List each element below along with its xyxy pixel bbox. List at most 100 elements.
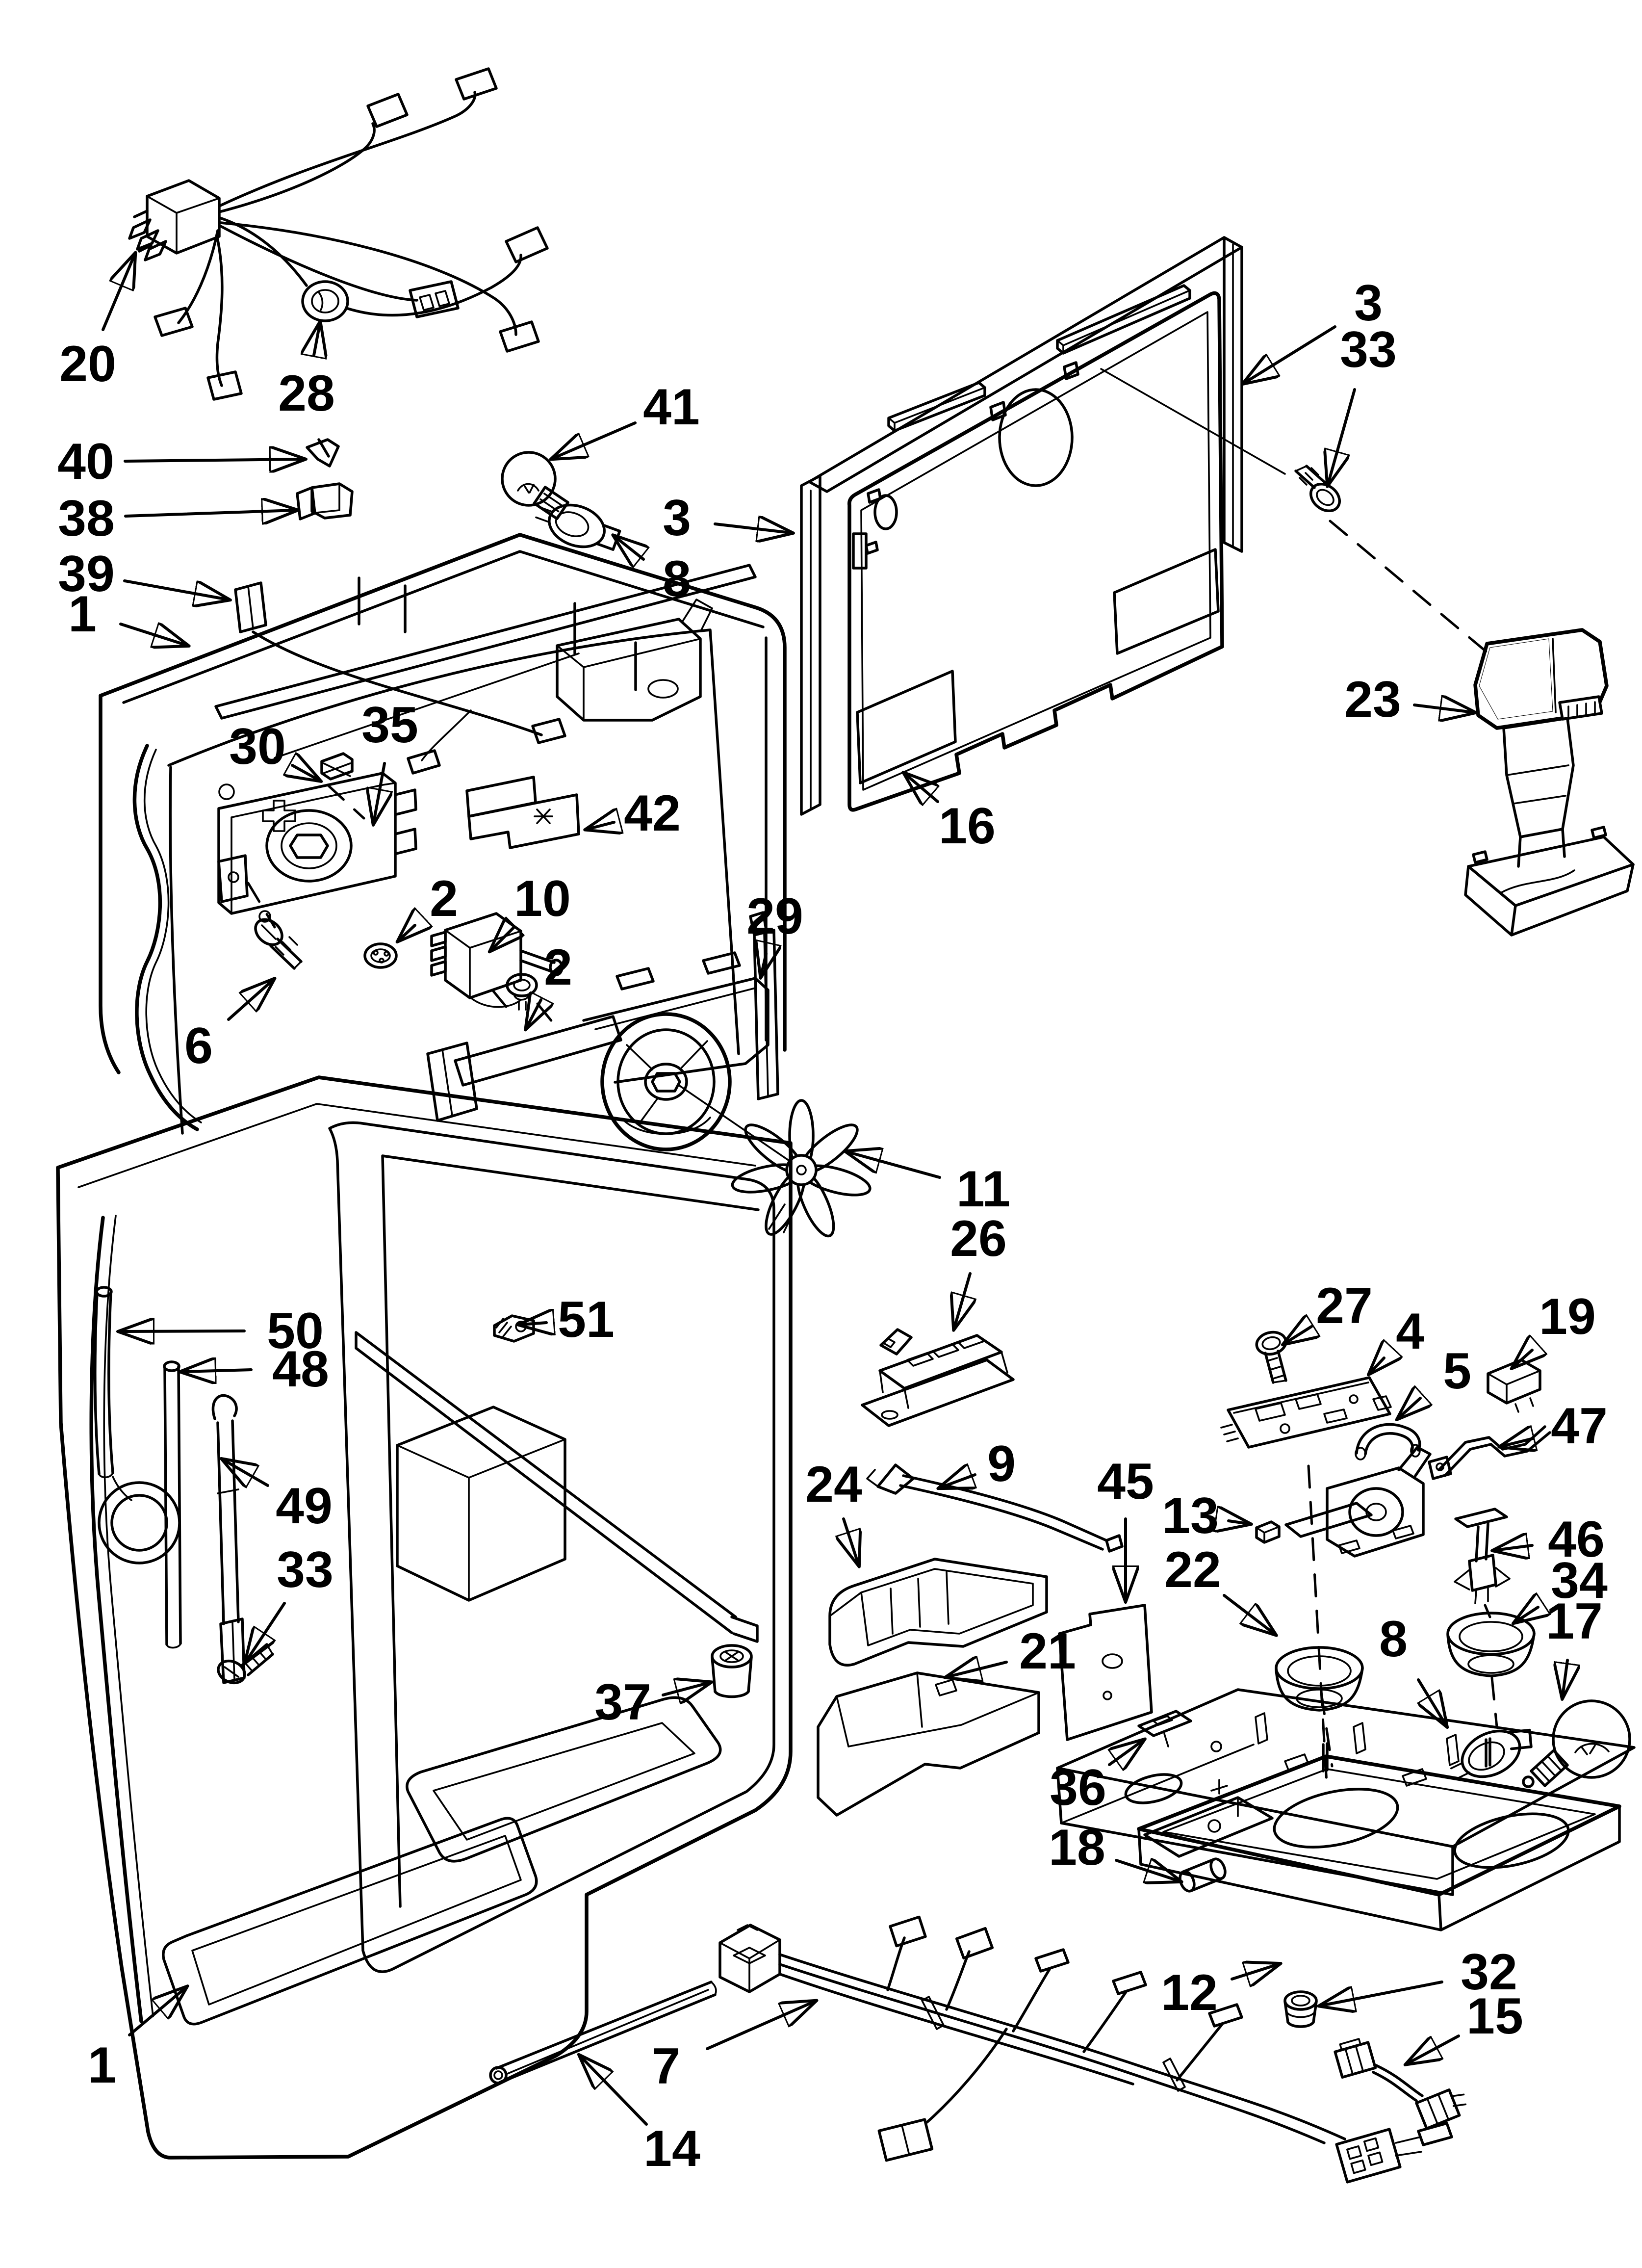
bracket-42 xyxy=(465,776,580,849)
callout-47: 47 xyxy=(1502,1398,1608,1455)
plate-45 xyxy=(1058,1604,1153,1741)
screw-27 xyxy=(1255,1330,1287,1384)
callout-6: 6 xyxy=(184,980,273,1074)
callout-38: 38 xyxy=(58,490,295,547)
svg-text:13: 13 xyxy=(1162,1487,1219,1544)
svg-text:51: 51 xyxy=(558,1291,615,1348)
callout-14: 14 xyxy=(581,2057,700,2177)
fill-tube-46 xyxy=(1454,1508,1511,1604)
callout-9: 9 xyxy=(941,1435,1016,1492)
callout-45: 45 xyxy=(1097,1453,1154,1599)
svg-text:12: 12 xyxy=(1161,1964,1218,2021)
callout-34: 34 xyxy=(1515,1552,1608,1622)
light-bulb-17 xyxy=(1522,1699,1631,1788)
callout-8-upper: 8 xyxy=(615,537,691,607)
rear-panel-16 xyxy=(847,291,1286,812)
callout-10: 10 xyxy=(491,870,571,950)
svg-text:4: 4 xyxy=(1396,1303,1424,1360)
callout-18: 18 xyxy=(1049,1819,1179,1881)
svg-text:5: 5 xyxy=(1443,1343,1471,1400)
screw-33-top xyxy=(1294,465,1493,658)
callout-21: 21 xyxy=(948,1623,1076,1680)
svg-text:27: 27 xyxy=(1316,1277,1373,1334)
svg-text:8: 8 xyxy=(1379,1611,1408,1668)
callout-8-lower: 8 xyxy=(1379,1611,1446,1725)
svg-text:40: 40 xyxy=(57,433,114,490)
svg-text:35: 35 xyxy=(361,697,418,754)
drain-clip-49 xyxy=(211,1394,246,1684)
callout-2-grommet: 2 xyxy=(399,870,458,940)
drain-tube-50 xyxy=(94,1286,114,1479)
wire-39 xyxy=(234,581,566,775)
lower-liner xyxy=(56,1075,793,2160)
callout-13: 13 xyxy=(1162,1487,1249,1544)
harness-terminal xyxy=(154,67,549,401)
svg-text:49: 49 xyxy=(276,1478,333,1535)
callout-42: 42 xyxy=(588,785,681,842)
svg-text:2: 2 xyxy=(430,870,458,927)
tube-48 xyxy=(163,1360,182,1649)
fan-bracket xyxy=(426,951,770,1122)
upper-liner xyxy=(99,533,787,1135)
svg-text:8: 8 xyxy=(663,550,691,607)
callout-2-nut: 2 xyxy=(527,939,572,1027)
duct-21 xyxy=(817,1671,1040,1817)
svg-text:20: 20 xyxy=(59,336,116,392)
svg-text:26: 26 xyxy=(950,1210,1007,1267)
callout-27: 27 xyxy=(1285,1277,1373,1343)
svg-text:21: 21 xyxy=(1019,1623,1076,1680)
fan-blade-11 xyxy=(731,1099,872,1238)
svg-text:42: 42 xyxy=(624,785,681,842)
svg-text:50: 50 xyxy=(267,1303,324,1359)
svg-text:17: 17 xyxy=(1546,1593,1603,1650)
svg-text:7: 7 xyxy=(652,2038,680,2095)
shelf-rail xyxy=(355,1331,759,1643)
callouts: 20 28 40 38 39 1 41 3 8 42 30 35 2 10 2 … xyxy=(57,255,1608,2177)
svg-text:19: 19 xyxy=(1539,1288,1596,1345)
callout-15: 15 xyxy=(1408,1988,1523,2063)
evaporator-pan-12 xyxy=(1137,1754,1621,1931)
svg-text:15: 15 xyxy=(1466,1988,1523,2045)
assembly-dash-right-1 xyxy=(1307,1464,1329,1792)
callout-30: 30 xyxy=(229,718,319,780)
bulb-socket-8-lower xyxy=(1450,1728,1533,1779)
control-bracket-35 xyxy=(217,772,417,929)
jumper-harness-15 xyxy=(1334,2038,1467,2130)
grommet-37 xyxy=(711,1644,753,1698)
callout-50: 50 xyxy=(121,1303,324,1359)
callout-4: 4 xyxy=(1370,1303,1424,1373)
callout-39: 39 xyxy=(58,546,228,602)
callout-17: 17 xyxy=(1546,1593,1603,1696)
bracket-47 xyxy=(1428,1425,1551,1480)
callout-19: 19 xyxy=(1514,1288,1596,1367)
svg-text:46: 46 xyxy=(1548,1511,1605,1568)
icemaker-23 xyxy=(1464,628,1635,937)
svg-text:37: 37 xyxy=(594,1674,651,1731)
svg-text:41: 41 xyxy=(643,379,700,436)
drain-cup-34 xyxy=(1446,1612,1536,1677)
callout-48: 48 xyxy=(182,1341,329,1398)
callout-28: 28 xyxy=(278,324,335,422)
svg-text:28: 28 xyxy=(278,365,335,422)
svg-text:47: 47 xyxy=(1551,1398,1608,1455)
callout-26: 26 xyxy=(950,1210,1007,1328)
callout-29: 29 xyxy=(746,888,803,975)
svg-text:10: 10 xyxy=(514,870,571,927)
damper-motor xyxy=(1284,1446,1432,1558)
breaker-strip xyxy=(887,284,1191,432)
floor-recess xyxy=(406,1696,722,1863)
callout-46: 46 xyxy=(1495,1511,1605,1568)
svg-text:22: 22 xyxy=(1164,1541,1221,1598)
wire-harness-7 xyxy=(718,1915,1453,2184)
callout-35: 35 xyxy=(361,697,418,822)
callout-7: 7 xyxy=(652,2002,814,2095)
thermostat-10 xyxy=(430,912,564,1008)
clip-38 xyxy=(296,482,354,521)
hose-5 xyxy=(1355,1423,1421,1460)
control-board-4 xyxy=(1220,1376,1392,1449)
svg-text:16: 16 xyxy=(939,798,996,855)
pan-support-bracket xyxy=(1056,1688,1636,1896)
svg-text:1: 1 xyxy=(68,586,97,643)
